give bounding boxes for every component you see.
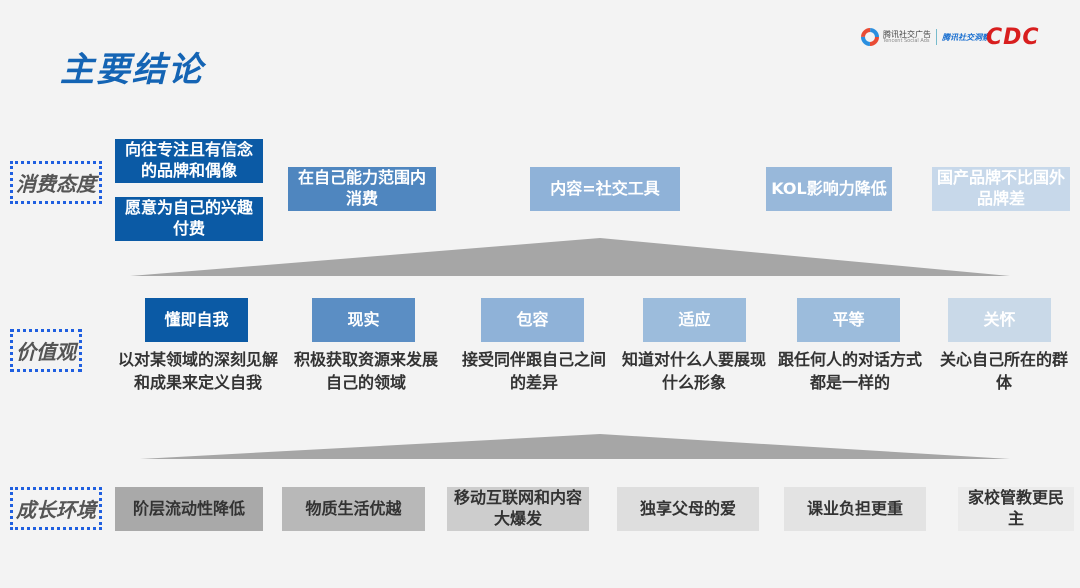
tencent-en: Tencent Social Ads <box>883 37 930 44</box>
environment-item: 移动互联网和内容大爆发 <box>447 487 589 531</box>
value-desc: 知道对什么人要展现什么形象 <box>621 350 766 393</box>
page-title: 主要结论 <box>60 50 204 90</box>
value-title: 关怀 <box>948 298 1051 342</box>
row-label-environment: 成长环境 <box>10 487 102 530</box>
tencent-logo-icon <box>861 28 879 46</box>
tencent-social-ads-logo: 腾讯社交广告 Tencent Social Ads 腾讯社交洞察 <box>860 24 990 50</box>
consumption-item: 向往专注且有信念的品牌和偶像 <box>115 139 263 183</box>
environment-item: 课业负担更重 <box>784 487 926 531</box>
consumption-item: KOL影响力降低 <box>766 167 892 211</box>
wedge-divider-top <box>130 238 1010 276</box>
value-desc: 以对某领域的深刻见解和成果来定义自我 <box>118 350 279 393</box>
consumption-item: 国产品牌不比国外品牌差 <box>932 167 1070 211</box>
environment-item: 独享父母的爱 <box>617 487 759 531</box>
consumption-item: 在自己能力范围内消费 <box>288 167 436 211</box>
tencent-cn: 腾讯社交广告 <box>883 29 931 39</box>
environment-item: 家校管教更民主 <box>958 487 1074 531</box>
wedge-divider-bottom <box>140 434 1010 459</box>
value-title: 平等 <box>797 298 900 342</box>
consumption-item: 内容=社交工具 <box>530 167 680 211</box>
environment-item: 物质生活优越 <box>282 487 425 531</box>
row-label-values: 价值观 <box>10 329 82 372</box>
consumption-item: 愿意为自己的兴趣付费 <box>115 197 263 241</box>
cdc-logo: CDC <box>986 24 1040 50</box>
insight-logo: 腾讯社交洞察 <box>942 32 990 42</box>
value-title: 懂即自我 <box>145 298 248 342</box>
value-desc: 跟任何人的对话方式都是一样的 <box>777 350 922 393</box>
environment-item: 阶层流动性降低 <box>115 487 263 531</box>
row-label-consumption: 消费态度 <box>10 161 102 204</box>
value-desc: 接受同伴跟自己之间的差异 <box>461 350 606 393</box>
value-desc: 关心自己所在的群体 <box>939 350 1068 393</box>
value-title: 包容 <box>481 298 584 342</box>
value-title: 适应 <box>643 298 746 342</box>
value-title: 现实 <box>312 298 415 342</box>
value-desc: 积极获取资源来发展自己的领域 <box>293 350 438 393</box>
